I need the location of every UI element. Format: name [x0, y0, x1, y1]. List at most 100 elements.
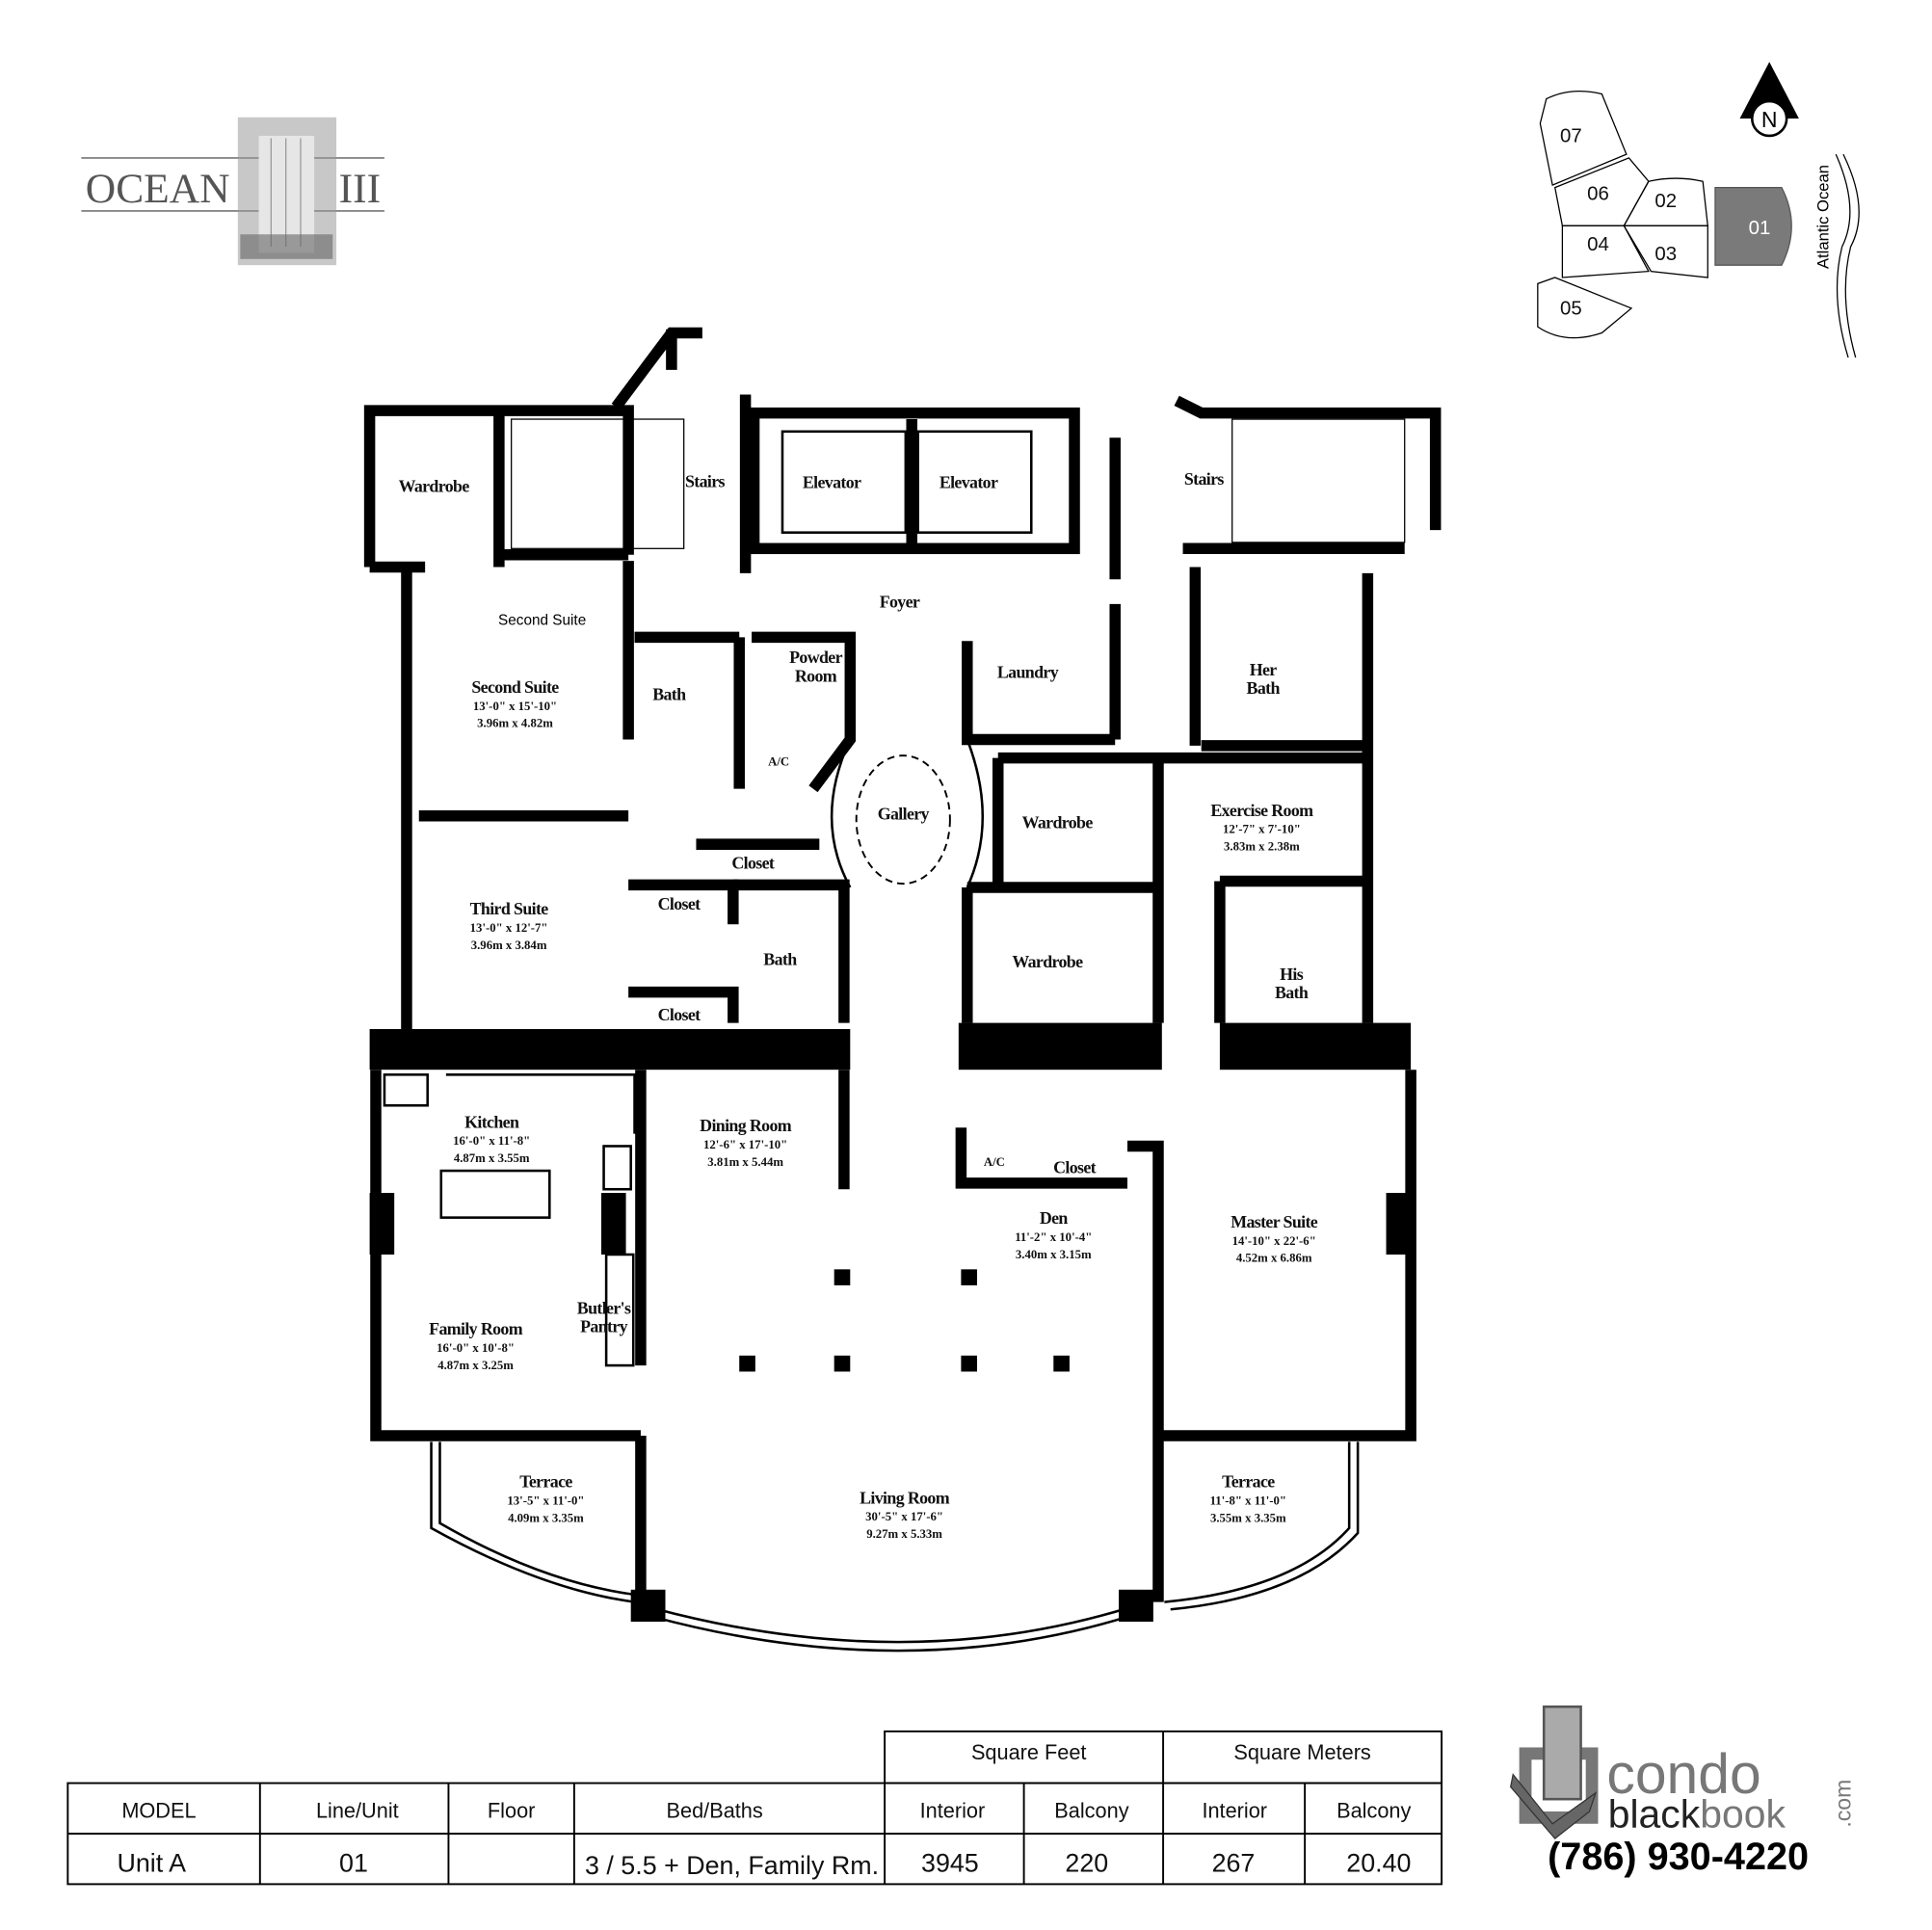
room-name: Terrace — [1222, 1472, 1275, 1492]
room-den: Den 11'-2" x 10'-4" 3.40m x 3.15m — [1015, 1208, 1092, 1261]
room-dims-imperial: 13'-0" x 15'-10" — [473, 700, 557, 713]
room-master-suite: Master Suite 14'-10" x 22'-6" 4.52m x 6.… — [1231, 1212, 1318, 1265]
room-label: Elevator — [940, 473, 998, 492]
logo-text: III — [339, 166, 381, 212]
room-dims-metric: 3.96m x 4.82m — [477, 717, 553, 730]
room-dining-room: Dining Room 12'-6" x 17'-10" 3.81m x 5.4… — [700, 1116, 792, 1169]
room-name: Dining Room — [700, 1116, 792, 1135]
table-cell: 3945 — [921, 1849, 979, 1878]
room-name: Exercise Room — [1210, 801, 1313, 820]
room-dims-imperial: 12'-6" x 17'-10" — [703, 1138, 787, 1151]
room-label: Wardrobe — [399, 476, 470, 495]
room-second-suite: Second Suite 13'-0" x 15'-10" 3.96m x 4.… — [471, 677, 560, 730]
unit-table: Square Feet Square Meters MODEL Line/Uni… — [66, 1730, 1443, 1886]
room-label: Bath — [652, 685, 686, 704]
room-name: Third Suite — [470, 899, 549, 918]
table-cell: Unit A — [117, 1849, 186, 1878]
room-name: Living Room — [860, 1488, 950, 1507]
unit-label: 03 — [1654, 243, 1677, 265]
unit-label: 02 — [1654, 190, 1677, 212]
room-terrace-west: Terrace 13'-5" x 11'-0" 4.09m x 3.35m — [507, 1472, 584, 1525]
room-dims-metric: 3.55m x 3.35m — [1210, 1511, 1286, 1524]
table-group-header: Square Meters — [1233, 1740, 1371, 1764]
room-label: His — [1280, 965, 1304, 984]
phone-number[interactable]: (786) 930-4220 — [1548, 1836, 1809, 1878]
room-label: Laundry — [997, 663, 1059, 682]
room-dims-metric: 3.83m x 2.38m — [1224, 840, 1300, 854]
room-label: Closet — [731, 854, 775, 873]
room-label: Butler's — [577, 1298, 631, 1317]
brand-text: blackbook — [1608, 1792, 1786, 1837]
room-dims-metric: 3.40m x 3.15m — [1016, 1248, 1092, 1261]
table-cell: 220 — [1065, 1849, 1108, 1878]
room-label: Closet — [658, 894, 701, 913]
table-header: Interior — [920, 1798, 986, 1822]
brand-text: condo — [1606, 1743, 1760, 1806]
north-arrow-icon: N — [1739, 62, 1799, 138]
room-dims-imperial: 16'-0" x 10'-8" — [437, 1341, 515, 1355]
unit-label: 07 — [1560, 124, 1582, 146]
room-label: Second Suite — [498, 613, 586, 629]
room-name: Den — [1040, 1208, 1069, 1228]
room-living-room: Living Room 30'-5" x 17'-6" 9.27m x 5.33… — [860, 1488, 950, 1541]
room-dims-imperial: 11'-8" x 11'-0" — [1210, 1494, 1286, 1508]
room-dims-metric: 4.87m x 3.55m — [454, 1151, 530, 1165]
room-label: Elevator — [803, 473, 861, 492]
room-terrace-east: Terrace 11'-8" x 11'-0" 3.55m x 3.35m — [1210, 1472, 1286, 1525]
brand-tld: .com — [1831, 1780, 1856, 1828]
room-label: Closet — [1053, 1158, 1097, 1177]
room-label: Closet — [658, 1005, 701, 1024]
table-group-header: Square Feet — [971, 1740, 1087, 1764]
ocean-iii-logo: OCEAN III — [81, 117, 384, 266]
room-exercise-room: Exercise Room 12'-7" x 7'-10" 3.83m x 2.… — [1210, 801, 1314, 854]
room-label: Bath — [1275, 983, 1309, 1002]
room-dims-metric: 4.52m x 6.86m — [1236, 1252, 1312, 1265]
room-name: Second Suite — [471, 677, 559, 697]
room-third-suite: Third Suite 13'-0" x 12'-7" 3.96m x 3.84… — [470, 899, 549, 952]
room-dims-imperial: 14'-10" x 22'-6" — [1232, 1234, 1316, 1248]
table-header: MODEL — [121, 1798, 196, 1822]
logo-text: OCEAN — [86, 166, 230, 212]
room-dims-imperial: 13'-0" x 12'-7" — [470, 921, 548, 935]
room-kitchen: Kitchen 16'-0" x 11'-8" 4.87m x 3.55m — [453, 1112, 530, 1165]
table-cell: 267 — [1212, 1849, 1256, 1878]
room-dims-imperial: 13'-5" x 11'-0" — [507, 1494, 584, 1508]
room-dims-metric: 9.27m x 5.33m — [866, 1527, 942, 1541]
room-dims-imperial: 16'-0" x 11'-8" — [453, 1134, 530, 1148]
table-header: Line/Unit — [316, 1798, 399, 1822]
room-label: Powder — [789, 648, 842, 667]
room-label: Gallery — [878, 805, 930, 824]
room-dims-metric: 3.81m x 5.44m — [707, 1155, 783, 1169]
key-plan: 07 06 02 01 04 03 05 N Atlantic Ocean — [1537, 62, 1860, 358]
room-label: A/C — [984, 1155, 1005, 1169]
table-cell: 20.40 — [1346, 1849, 1411, 1878]
room-label: A/C — [768, 754, 789, 768]
table-header: Floor — [488, 1798, 535, 1822]
room-dims-metric: 3.96m x 3.84m — [471, 939, 547, 952]
room-family-room: Family Room 16'-0" x 10'-8" 4.87m x 3.25… — [429, 1319, 523, 1372]
room-label: Stairs — [1184, 469, 1225, 489]
room-label: Her — [1250, 660, 1278, 679]
unit-label: 01 — [1749, 217, 1771, 239]
condoblackbook-logo: condo blackbook .com (786) 930-4220 — [1509, 1705, 1856, 1878]
unit-label: 06 — [1587, 182, 1609, 204]
unit-label: 05 — [1560, 297, 1582, 319]
room-dims-metric: 4.87m x 3.25m — [437, 1359, 514, 1372]
table-header: Interior — [1202, 1798, 1267, 1822]
table-cell: 3 / 5.5 + Den, Family Rm. — [585, 1851, 879, 1880]
room-label: Foyer — [880, 593, 920, 612]
north-label: N — [1761, 107, 1778, 132]
room-label: Stairs — [685, 471, 726, 490]
table-header: Bed/Baths — [667, 1798, 763, 1822]
room-label: Bath — [763, 950, 797, 969]
room-label: Room — [795, 666, 837, 685]
table-header: Balcony — [1337, 1798, 1411, 1822]
room-label: Wardrobe — [1022, 813, 1094, 833]
room-label: Pantry — [580, 1317, 628, 1336]
table-cell: 01 — [339, 1849, 368, 1878]
floor-plan — [363, 327, 1442, 1652]
room-dims-imperial: 11'-2" x 10'-4" — [1015, 1230, 1092, 1244]
room-name: Kitchen — [464, 1112, 519, 1131]
room-dims-imperial: 12'-7" x 7'-10" — [1223, 823, 1301, 836]
